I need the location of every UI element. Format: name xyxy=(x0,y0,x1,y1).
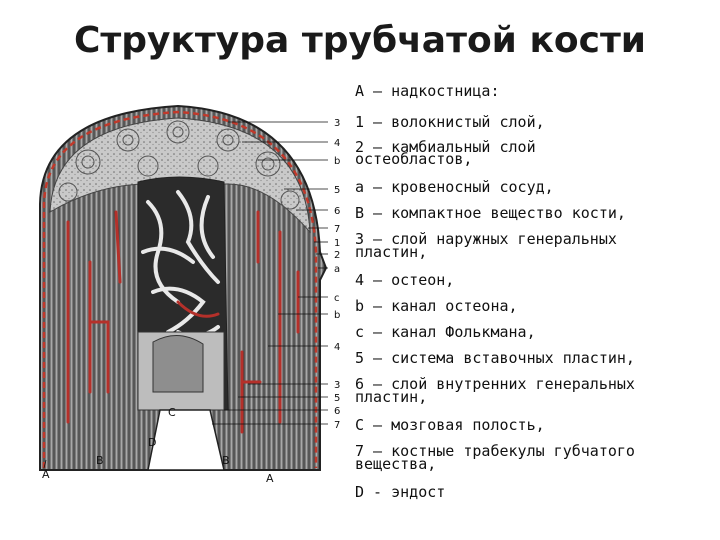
slide-title: Структура трубчатой кости xyxy=(73,20,647,61)
bottom-labels: A B C D B A xyxy=(42,406,274,485)
label-B-right: B xyxy=(222,454,230,467)
label-1: 1 xyxy=(334,238,340,249)
legend-item: D - эндост xyxy=(355,483,446,501)
label-3-2: 3 xyxy=(334,380,340,391)
legend-item: 5 – система вставочных пластин, xyxy=(355,349,635,367)
label-6-2: 6 xyxy=(334,406,340,417)
label-a: a xyxy=(334,264,340,275)
legend-item: С – мозговая полость, xyxy=(355,416,545,434)
legend-item: 2 – камбиальный слой xyxy=(355,138,536,156)
label-6: 6 xyxy=(334,206,340,217)
legend-item: остеобластов, xyxy=(355,150,473,168)
legend-item: b – канал остеона, xyxy=(355,297,518,315)
bone-diagram: 3 4 b 5 6 7 1 2 a c b 4 3 5 6 7 A B C D … xyxy=(39,104,340,485)
legend-item: 1 – волокнистый слой, xyxy=(355,113,545,131)
label-7: 7 xyxy=(334,224,340,235)
right-labels: 3 4 b 5 6 7 1 2 a c b 4 3 5 6 7 xyxy=(334,118,340,431)
legend-item: а – кровеносный сосуд, xyxy=(355,178,554,196)
label-5-2: 5 xyxy=(334,393,340,404)
label-b: b xyxy=(334,156,340,167)
label-b-2: b xyxy=(334,310,340,321)
label-c: c xyxy=(334,293,340,304)
legend-item: пластин, xyxy=(355,388,428,406)
legend-item: 7 – костные трабекулы губчатого xyxy=(355,442,635,460)
label-2: 2 xyxy=(334,250,340,261)
osteons xyxy=(58,120,300,210)
label-7-2: 7 xyxy=(334,420,340,431)
label-C: C xyxy=(168,406,176,419)
label-5: 5 xyxy=(334,185,340,196)
label-D: D xyxy=(148,436,156,449)
legend-item: пластин, xyxy=(355,243,428,261)
label-3: 3 xyxy=(334,118,340,129)
label-A-left: A xyxy=(42,468,50,481)
leader-lines xyxy=(212,121,328,425)
trabeculae xyxy=(141,190,220,338)
legend-item: вещества, xyxy=(355,455,437,473)
legend-item: 4 – остеон, xyxy=(355,271,455,289)
legend-item: 6 – слой внутренних генеральных xyxy=(355,375,635,393)
legend-item: В – компактное вещество кости, xyxy=(355,204,626,222)
label-B-left: B xyxy=(96,454,104,467)
blood-vessels xyxy=(66,210,300,434)
label-4-2: 4 xyxy=(334,342,340,353)
legend-item: 3 – слой наружных генеральных xyxy=(355,230,617,248)
legend-item: c – канал Фолькмана, xyxy=(355,323,536,341)
legend-item: А – надкостница: xyxy=(355,82,500,100)
label-4: 4 xyxy=(334,138,340,149)
label-A-right: A xyxy=(266,472,274,485)
osteon-layer xyxy=(49,117,311,234)
